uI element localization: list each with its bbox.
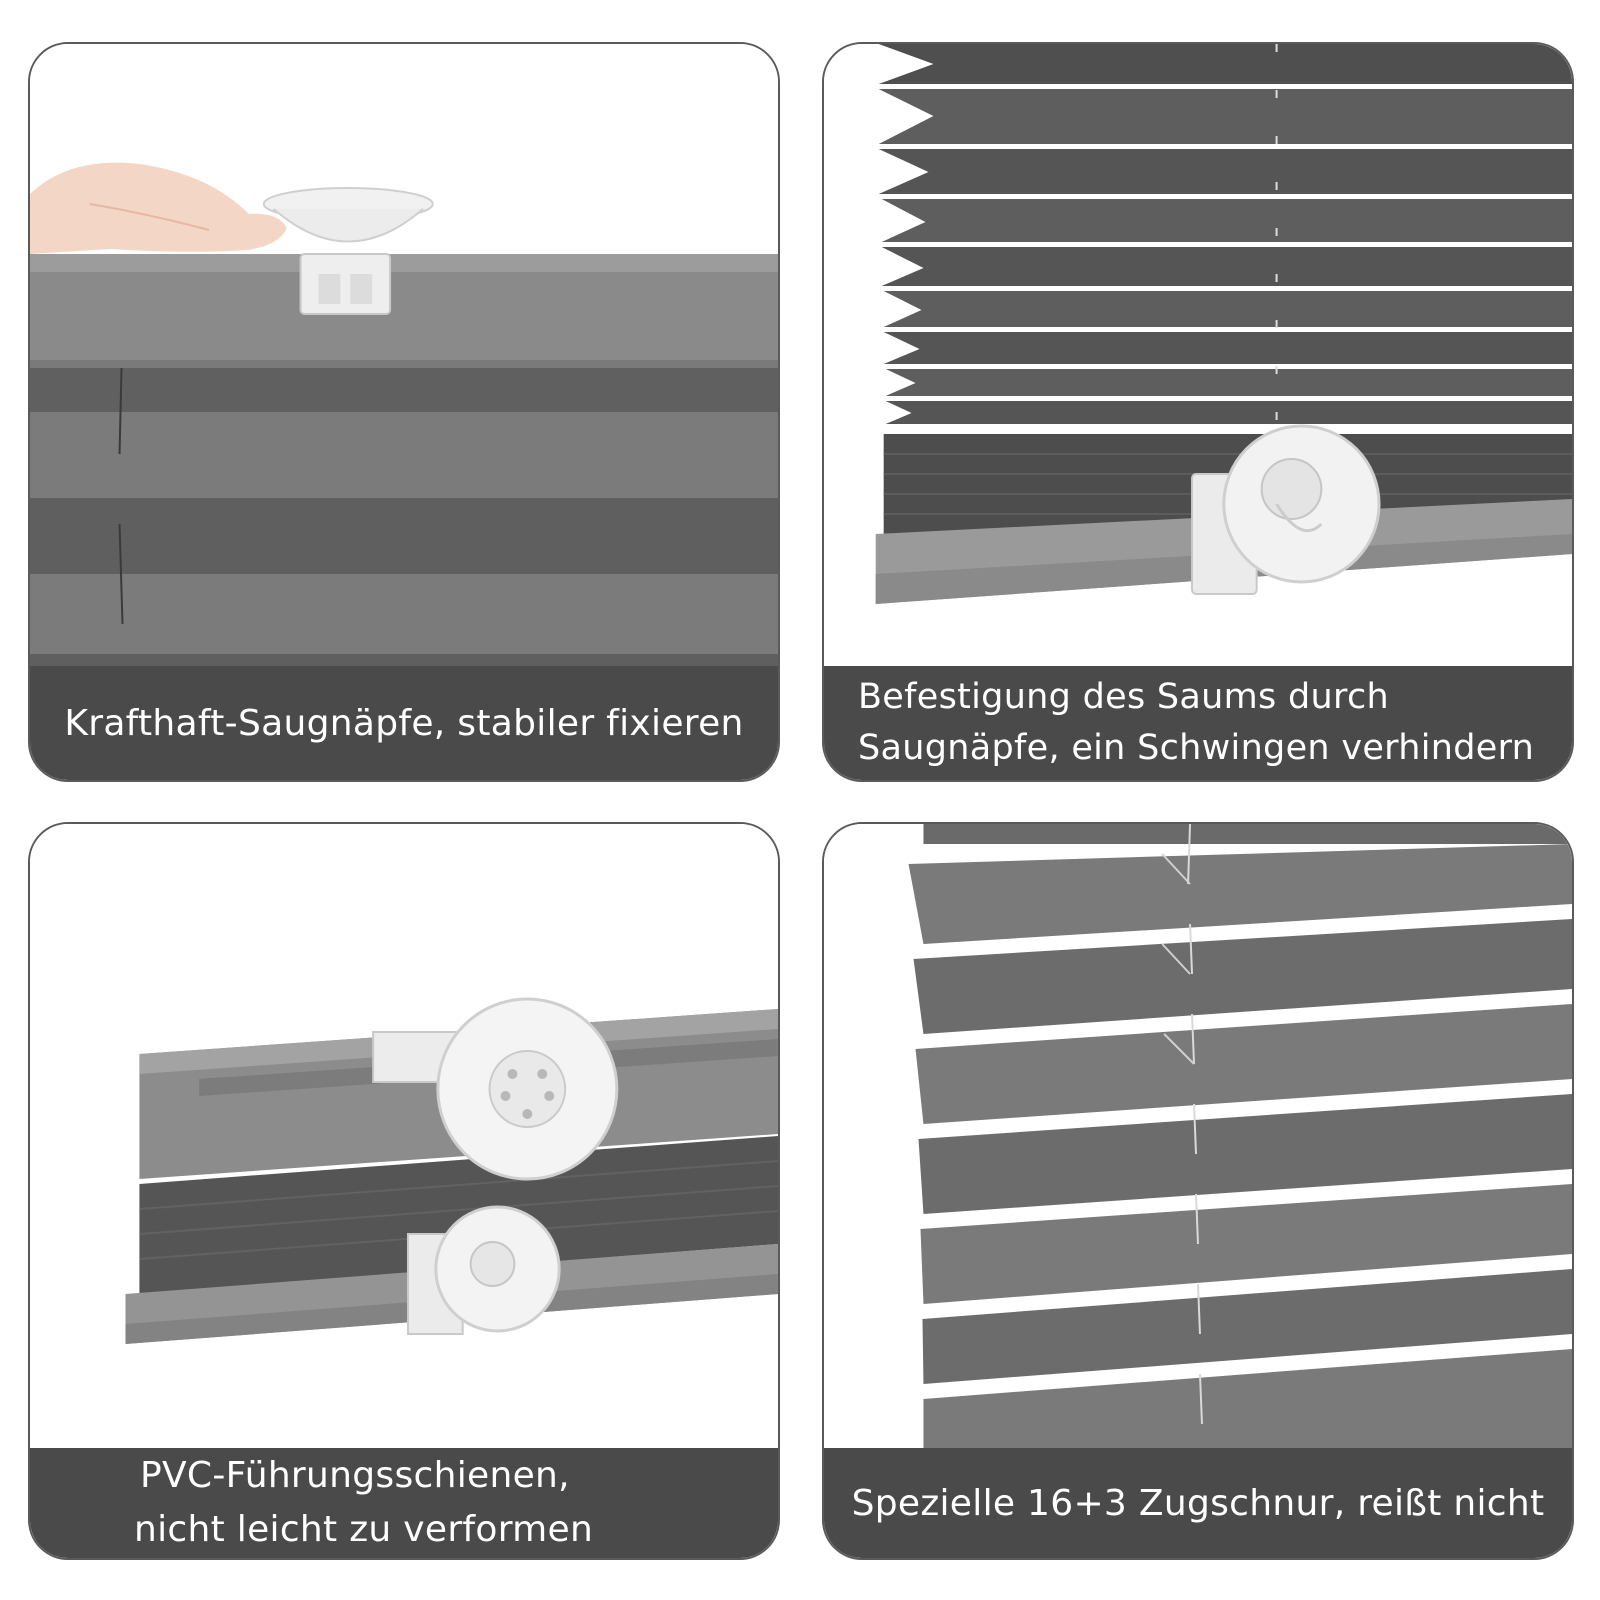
caption-line-1: PVC-Führungsschienen, xyxy=(140,1455,570,1496)
feature-panel-hem-fixing: Befestigung des Saums durch Saugnäpfe, e… xyxy=(822,42,1574,782)
product-image-pleats-hem-suction-cup xyxy=(824,44,1572,668)
product-image-top-rail-suction-cup xyxy=(30,44,778,668)
caption-line-2: Saugnäpfe, ein Schwingen verhindern xyxy=(858,728,1535,768)
feature-panel-pull-cord: Spezielle 16+3 Zugschnur, reißt nicht xyxy=(822,822,1574,1560)
caption: Krafthaft-Saugnäpfe, stabiler fixieren xyxy=(30,666,778,780)
caption-line-1: Spezielle 16+3 Zugschnur, reißt nicht xyxy=(851,1482,1545,1524)
feature-panel-suction-cups: Krafthaft-Saugnäpfe, stabiler fixieren xyxy=(28,42,780,782)
feature-panel-pvc-rails: PVC-Führungsschienen, nicht leicht zu ve… xyxy=(28,822,780,1560)
product-image-pleats-cord xyxy=(824,824,1572,1450)
product-image-pvc-rails xyxy=(30,824,778,1450)
hand-shape xyxy=(30,162,287,254)
caption: PVC-Führungsschienen, nicht leicht zu ve… xyxy=(30,1448,778,1558)
caption-line-1: Befestigung des Saums durch xyxy=(858,677,1389,717)
caption-line-2: nicht leicht zu verformen xyxy=(134,1509,594,1550)
caption: Spezielle 16+3 Zugschnur, reißt nicht xyxy=(824,1448,1572,1558)
caption-line-1: Krafthaft-Saugnäpfe, stabiler fixieren xyxy=(64,702,744,744)
caption: Befestigung des Saums durch Saugnäpfe, e… xyxy=(824,666,1572,780)
